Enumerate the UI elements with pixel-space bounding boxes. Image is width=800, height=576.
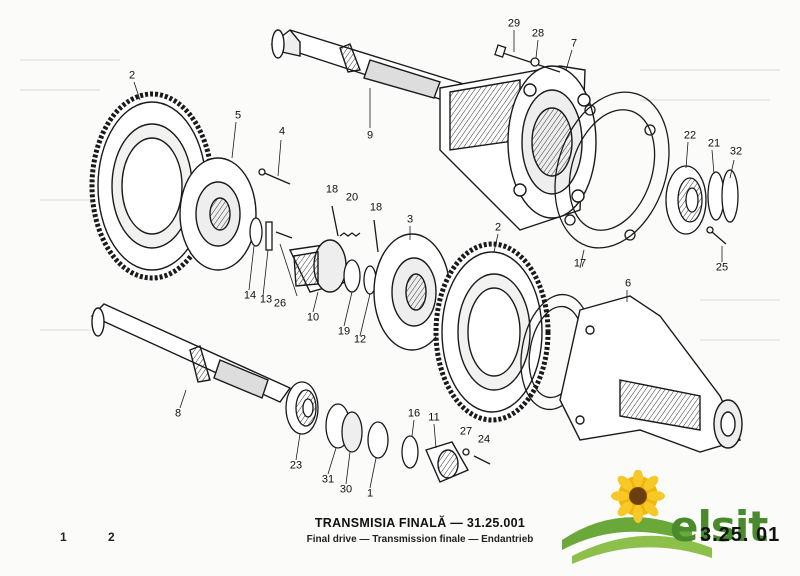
washer-16: [401, 435, 419, 469]
gasket-17: [554, 91, 670, 249]
small-parts-14-13-26: [249, 217, 293, 251]
callout-4: 4: [278, 125, 286, 138]
washer-27-bolt-24: [462, 448, 491, 465]
callout-24: 24: [477, 433, 491, 446]
callout-29: 29: [507, 17, 521, 30]
page-subtitle: Final drive — Transmission finale — Enda…: [306, 534, 534, 545]
pin-18-spring-20: [331, 205, 379, 253]
callout-27: 27: [459, 425, 473, 438]
callout-19: 19: [337, 325, 351, 338]
bearing-23: [285, 381, 319, 435]
background-print-through: [20, 59, 780, 341]
title-block: TRANSMISIA FINALĂ — 31.25.001 Final driv…: [290, 516, 550, 545]
callout-2-right: 2: [494, 221, 502, 234]
bolt-29: [494, 44, 561, 73]
diff-case-10: [288, 239, 347, 293]
page-number-1: 1: [60, 530, 67, 544]
callout-8: 8: [174, 407, 182, 420]
logo-text: elsit: [670, 502, 768, 551]
callout-17: 17: [573, 257, 587, 270]
upper-shaft-9: [270, 29, 472, 105]
callout-12: 12: [353, 333, 367, 346]
callout-2-left: 2: [128, 69, 136, 82]
cap-32: [721, 169, 739, 223]
page-number-2: 2: [108, 530, 115, 544]
callout-16: 16: [407, 407, 421, 420]
callout-14: 14: [243, 289, 257, 302]
elsit-logo: elsit: [562, 470, 800, 566]
housing-6: [559, 295, 743, 453]
sunflower-icon: [562, 470, 712, 564]
callout-22: 22: [683, 129, 697, 142]
bearing-22: [665, 165, 707, 235]
page-code: 3.25. 01: [700, 524, 781, 546]
callout-21: 21: [707, 137, 721, 150]
callout-32: 32: [729, 145, 743, 158]
screw-25: [706, 226, 727, 245]
ring-gear-2-right: [433, 241, 551, 423]
callout-5: 5: [234, 109, 242, 122]
callout-31: 31: [321, 473, 335, 486]
lower-shaft-8: [90, 303, 292, 403]
callout-20: 20: [345, 191, 359, 204]
flange-3: [373, 233, 451, 351]
rings-31-30-1: [325, 403, 389, 459]
housing-7: [439, 65, 597, 231]
callout-6: 6: [624, 277, 632, 290]
callout-25: 25: [715, 261, 729, 274]
callout-11: 11: [428, 411, 440, 424]
flange-5: [179, 157, 257, 271]
callout-10: 10: [306, 311, 320, 324]
pin-4: [258, 168, 291, 185]
callout-13: 13: [259, 293, 273, 306]
washer-19: [343, 259, 361, 293]
callout-9: 9: [366, 129, 374, 142]
callout-26: 26: [273, 297, 287, 310]
callout-30: 30: [339, 483, 353, 496]
callout-3: 3: [406, 213, 414, 226]
cover-11: [425, 441, 469, 483]
callout-7: 7: [570, 37, 578, 50]
ring-gear-2-left: [89, 91, 215, 281]
page-title: TRANSMISIA FINALĂ — 31.25.001: [314, 516, 526, 530]
callout-1: 1: [366, 487, 374, 500]
callout-18-right: 18: [369, 201, 383, 214]
callout-28: 28: [531, 27, 545, 40]
callout-18-upper: 18: [325, 183, 339, 196]
callout-23: 23: [289, 459, 303, 472]
leader-lines: [133, 30, 735, 489]
